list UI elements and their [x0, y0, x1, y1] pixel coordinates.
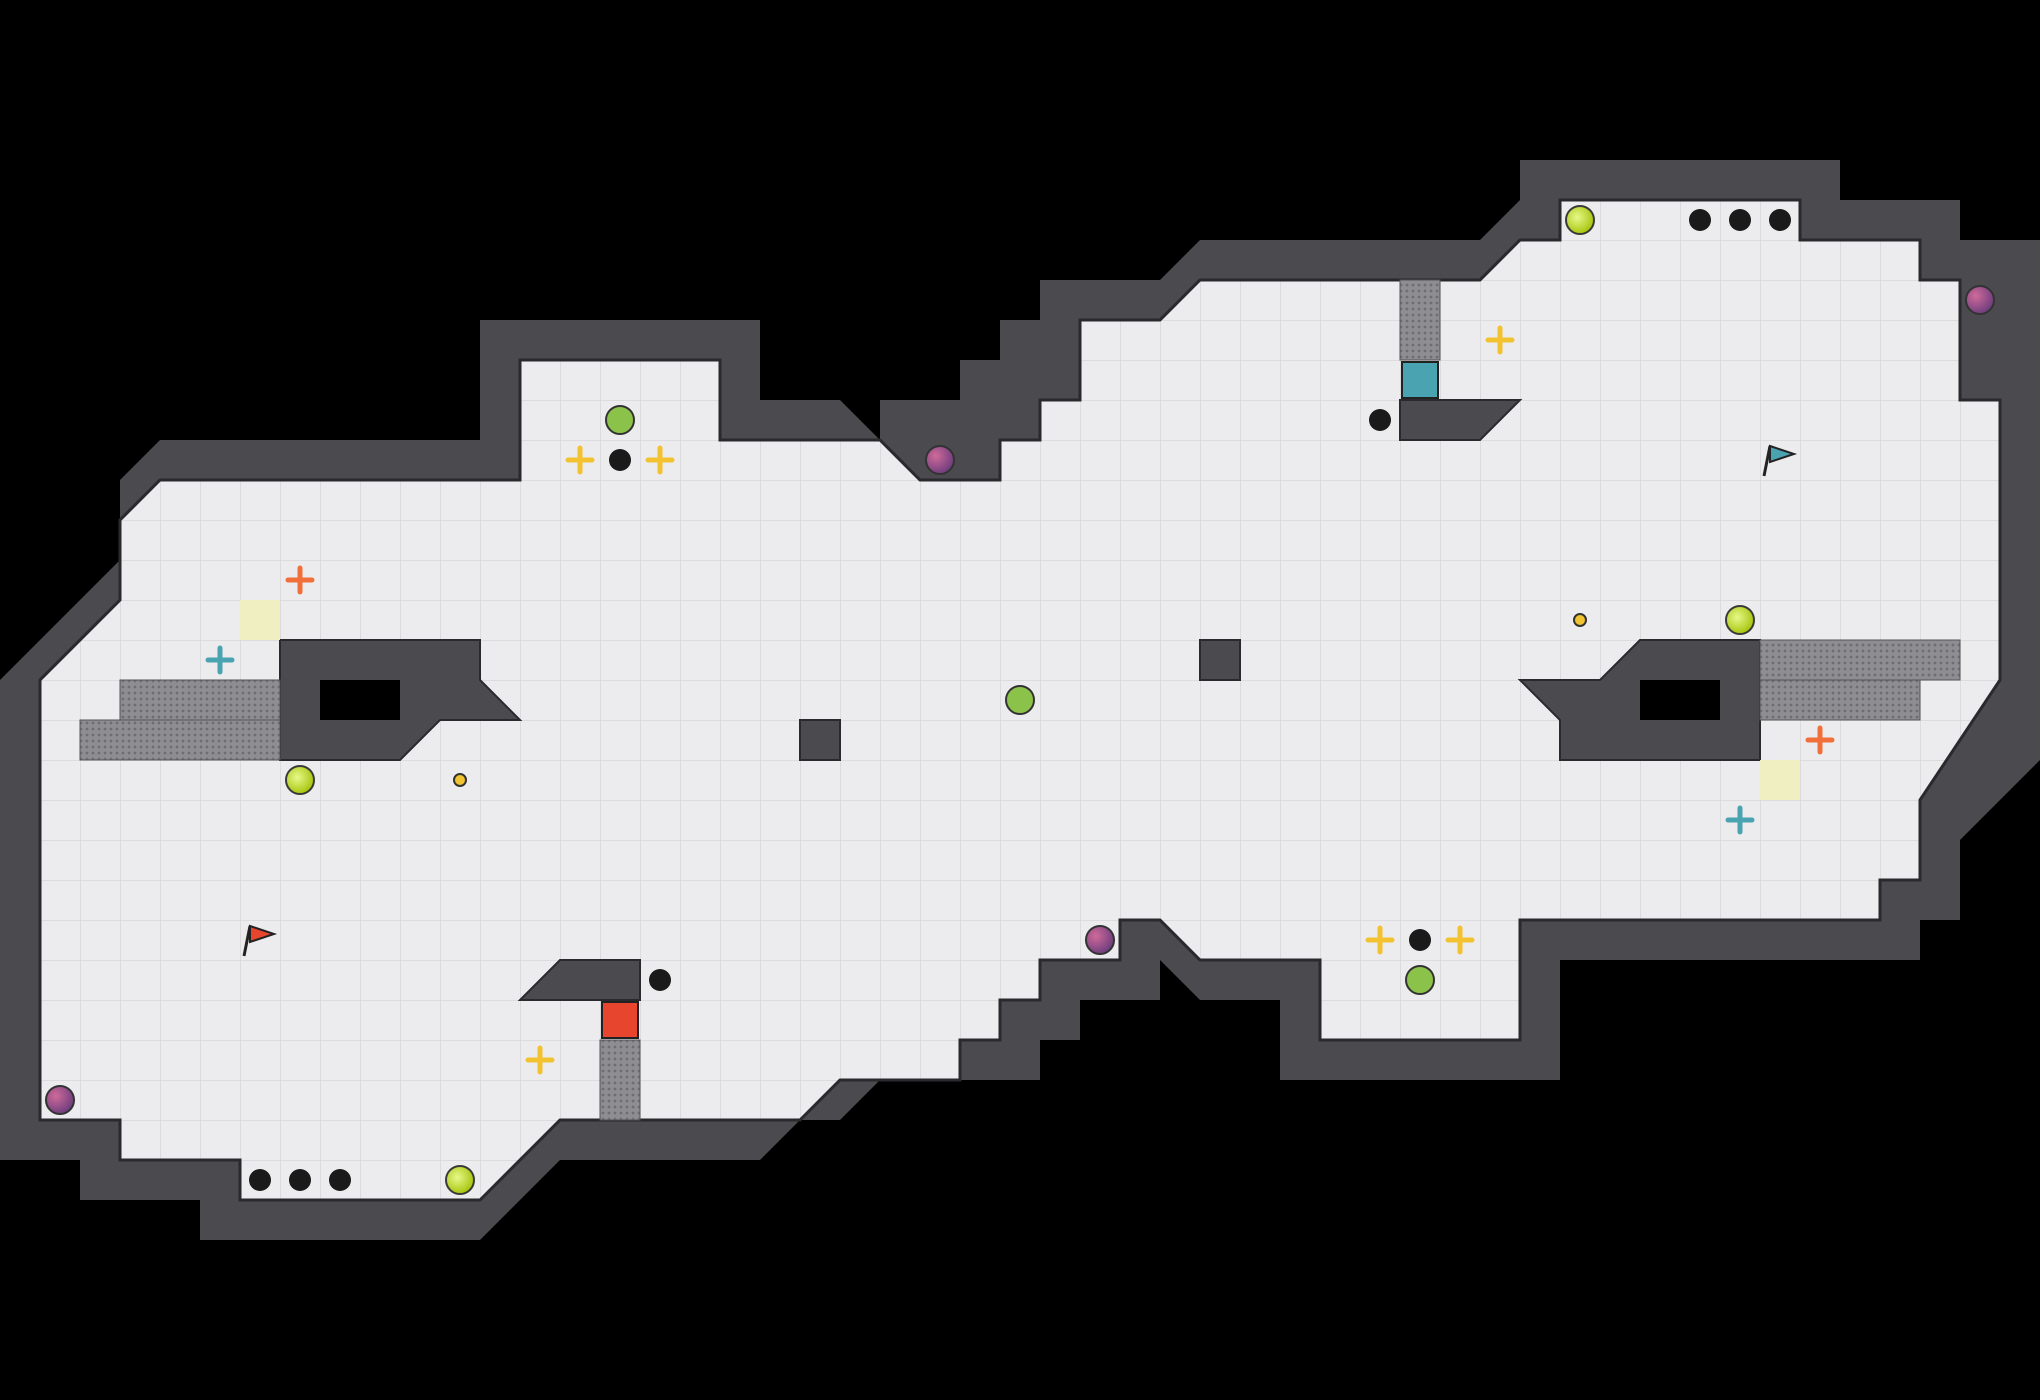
gate-tile: [1759, 639, 1961, 681]
gate-tile: [79, 719, 281, 761]
gate-tile: [599, 1039, 641, 1121]
gate-tile: [119, 679, 281, 721]
gates: [79, 279, 1961, 1121]
interior-walls: [279, 399, 1761, 1001]
gate-tile: [1399, 279, 1441, 361]
bombs: [45, 285, 1995, 1115]
gate-tile: [1759, 679, 1921, 721]
powerups: [285, 205, 1755, 1195]
boosts: [205, 325, 1835, 1075]
portals: [605, 405, 1435, 995]
blue-flag: [1762, 444, 1798, 477]
spikes: [249, 209, 1791, 1191]
blue-team-tile: [1401, 361, 1439, 399]
button: [1760, 760, 1800, 800]
red-flag: [242, 924, 278, 957]
red-team-tile: [601, 1001, 639, 1039]
button: [240, 600, 280, 640]
